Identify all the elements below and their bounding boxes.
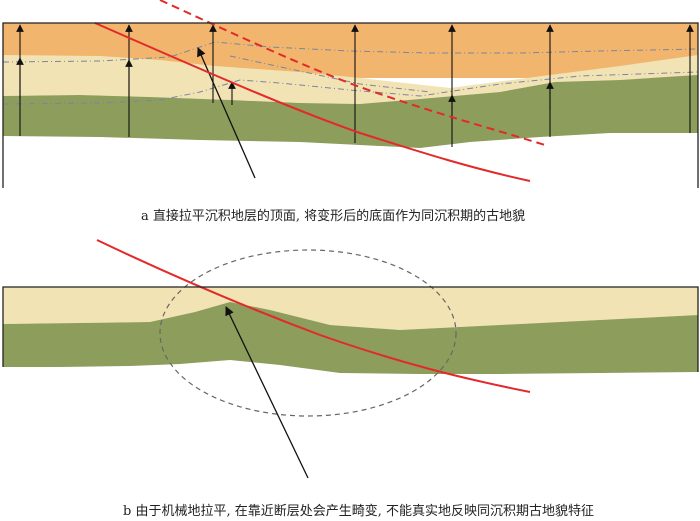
panel-a-guide-line-lower xyxy=(229,55,431,93)
panel-a-arrows xyxy=(16,24,694,147)
panel-a-bottom-layer xyxy=(3,75,698,148)
panel-b-lower-layer xyxy=(3,302,698,374)
panel-b-frame xyxy=(2,286,699,372)
panel-b-upper-layer xyxy=(3,287,698,330)
panel-a-caption: a 直接拉平沉积地层的顶面, 将变形后的底面作为同沉积期的古地貌 xyxy=(141,209,526,224)
panel-b-fault xyxy=(96,239,531,393)
panel-a-guide-line-upper xyxy=(2,41,699,63)
panel-a-fault-dashed xyxy=(159,0,546,146)
panel-b xyxy=(2,239,699,479)
panel-a-frame xyxy=(2,22,699,188)
distortion-zone-ellipse xyxy=(159,249,457,417)
panel-a-middle-layer xyxy=(3,55,698,104)
panel-b-caption: b 由于机械地拉平, 在靠近断层处会产生畸变, 不能真实地反映同沉积期古地貌特征 xyxy=(123,504,594,519)
panel-a xyxy=(2,0,699,188)
panel-a-fault-solid xyxy=(94,22,531,182)
panel-b-pointer-arrow xyxy=(225,306,309,479)
panel-a-pointer-arrow xyxy=(197,47,256,179)
